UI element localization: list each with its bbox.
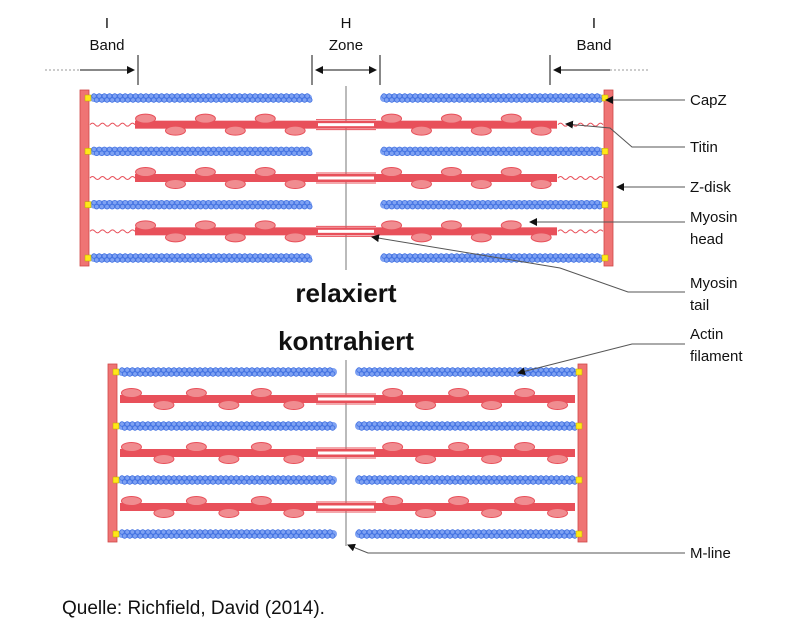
myosin-filament: [135, 113, 557, 136]
actin-filament: [118, 475, 337, 485]
svg-text:Myosin: Myosin: [690, 275, 738, 292]
capz-cap: [84, 254, 92, 262]
dimension-lines: [45, 55, 650, 85]
svg-text:Myosin: Myosin: [690, 209, 738, 226]
actin-filament: [380, 253, 603, 263]
actin-filament: [118, 529, 337, 539]
capz-cap: [112, 368, 120, 376]
capz-cap: [575, 476, 583, 484]
capz-cap: [112, 476, 120, 484]
z-disk: [603, 89, 614, 267]
source-caption: Quelle: Richfield, David (2014).: [62, 598, 325, 619]
actin-filament: [355, 421, 578, 431]
z-disk: [79, 89, 90, 267]
actin-filament: [118, 367, 337, 377]
svg-text:H: H: [341, 15, 352, 32]
svg-text:filament: filament: [690, 348, 743, 365]
svg-text:I: I: [592, 15, 596, 32]
mline-label: M-line: [690, 545, 731, 562]
actin-filament-label: Actin filament: [690, 326, 743, 365]
titin-spring: [557, 229, 604, 234]
i-band-right-label: I Band: [576, 15, 611, 54]
myosin-filament: [120, 388, 575, 410]
actin-filament: [90, 146, 313, 157]
actin-filament: [380, 199, 603, 210]
relaxed-title: relaxiert: [295, 278, 397, 308]
capz-cap: [112, 530, 120, 538]
leader-lines: [347, 96, 685, 554]
svg-text:Zone: Zone: [329, 37, 363, 54]
z-disk: [577, 363, 588, 543]
svg-text:Band: Band: [89, 37, 124, 54]
zdisk-label: Z-disk: [690, 179, 731, 196]
titin-spring: [557, 176, 604, 180]
capz-cap: [112, 422, 120, 430]
capz-cap: [575, 422, 583, 430]
myosin-filament: [120, 442, 575, 464]
svg-text:tail: tail: [690, 297, 709, 314]
actin-filament: [355, 367, 578, 377]
capz-cap: [601, 201, 609, 208]
sarcomere-contracted: [107, 360, 588, 546]
contracted-title: kontrahiert: [278, 326, 414, 356]
capz-cap: [601, 254, 609, 262]
capz-cap: [84, 94, 92, 102]
z-disk: [107, 363, 118, 543]
myosin-filament: [120, 496, 575, 518]
svg-text:I: I: [105, 15, 109, 32]
myosin-tail-label: Myosin tail: [690, 275, 738, 314]
actin-filament: [90, 93, 313, 103]
capz-cap: [84, 148, 92, 155]
capz-cap: [575, 368, 583, 376]
capz-label: CapZ: [690, 92, 727, 109]
titin-spring: [89, 176, 136, 180]
svg-text:Band: Band: [576, 37, 611, 54]
capz-cap: [601, 148, 609, 155]
sarcomere-relaxed: [79, 86, 614, 270]
myosin-head-label: Myosin head: [690, 209, 738, 248]
capz-cap: [575, 530, 583, 538]
myosin-filament: [135, 167, 557, 189]
actin-filament: [380, 146, 603, 157]
actin-filament: [355, 529, 578, 539]
titin-spring: [89, 229, 136, 234]
actin-filament: [355, 475, 578, 485]
myosin-filament: [135, 220, 557, 243]
actin-filament: [90, 199, 313, 210]
titin-label: Titin: [690, 139, 718, 156]
actin-filament: [90, 253, 313, 263]
capz-cap: [84, 201, 92, 208]
titin-spring: [89, 122, 136, 127]
svg-text:Actin: Actin: [690, 326, 723, 343]
actin-filament: [118, 421, 337, 431]
actin-filament: [380, 93, 603, 103]
svg-text:head: head: [690, 231, 723, 248]
h-zone-label: H Zone: [329, 15, 363, 54]
i-band-left-label: I Band: [89, 15, 124, 54]
